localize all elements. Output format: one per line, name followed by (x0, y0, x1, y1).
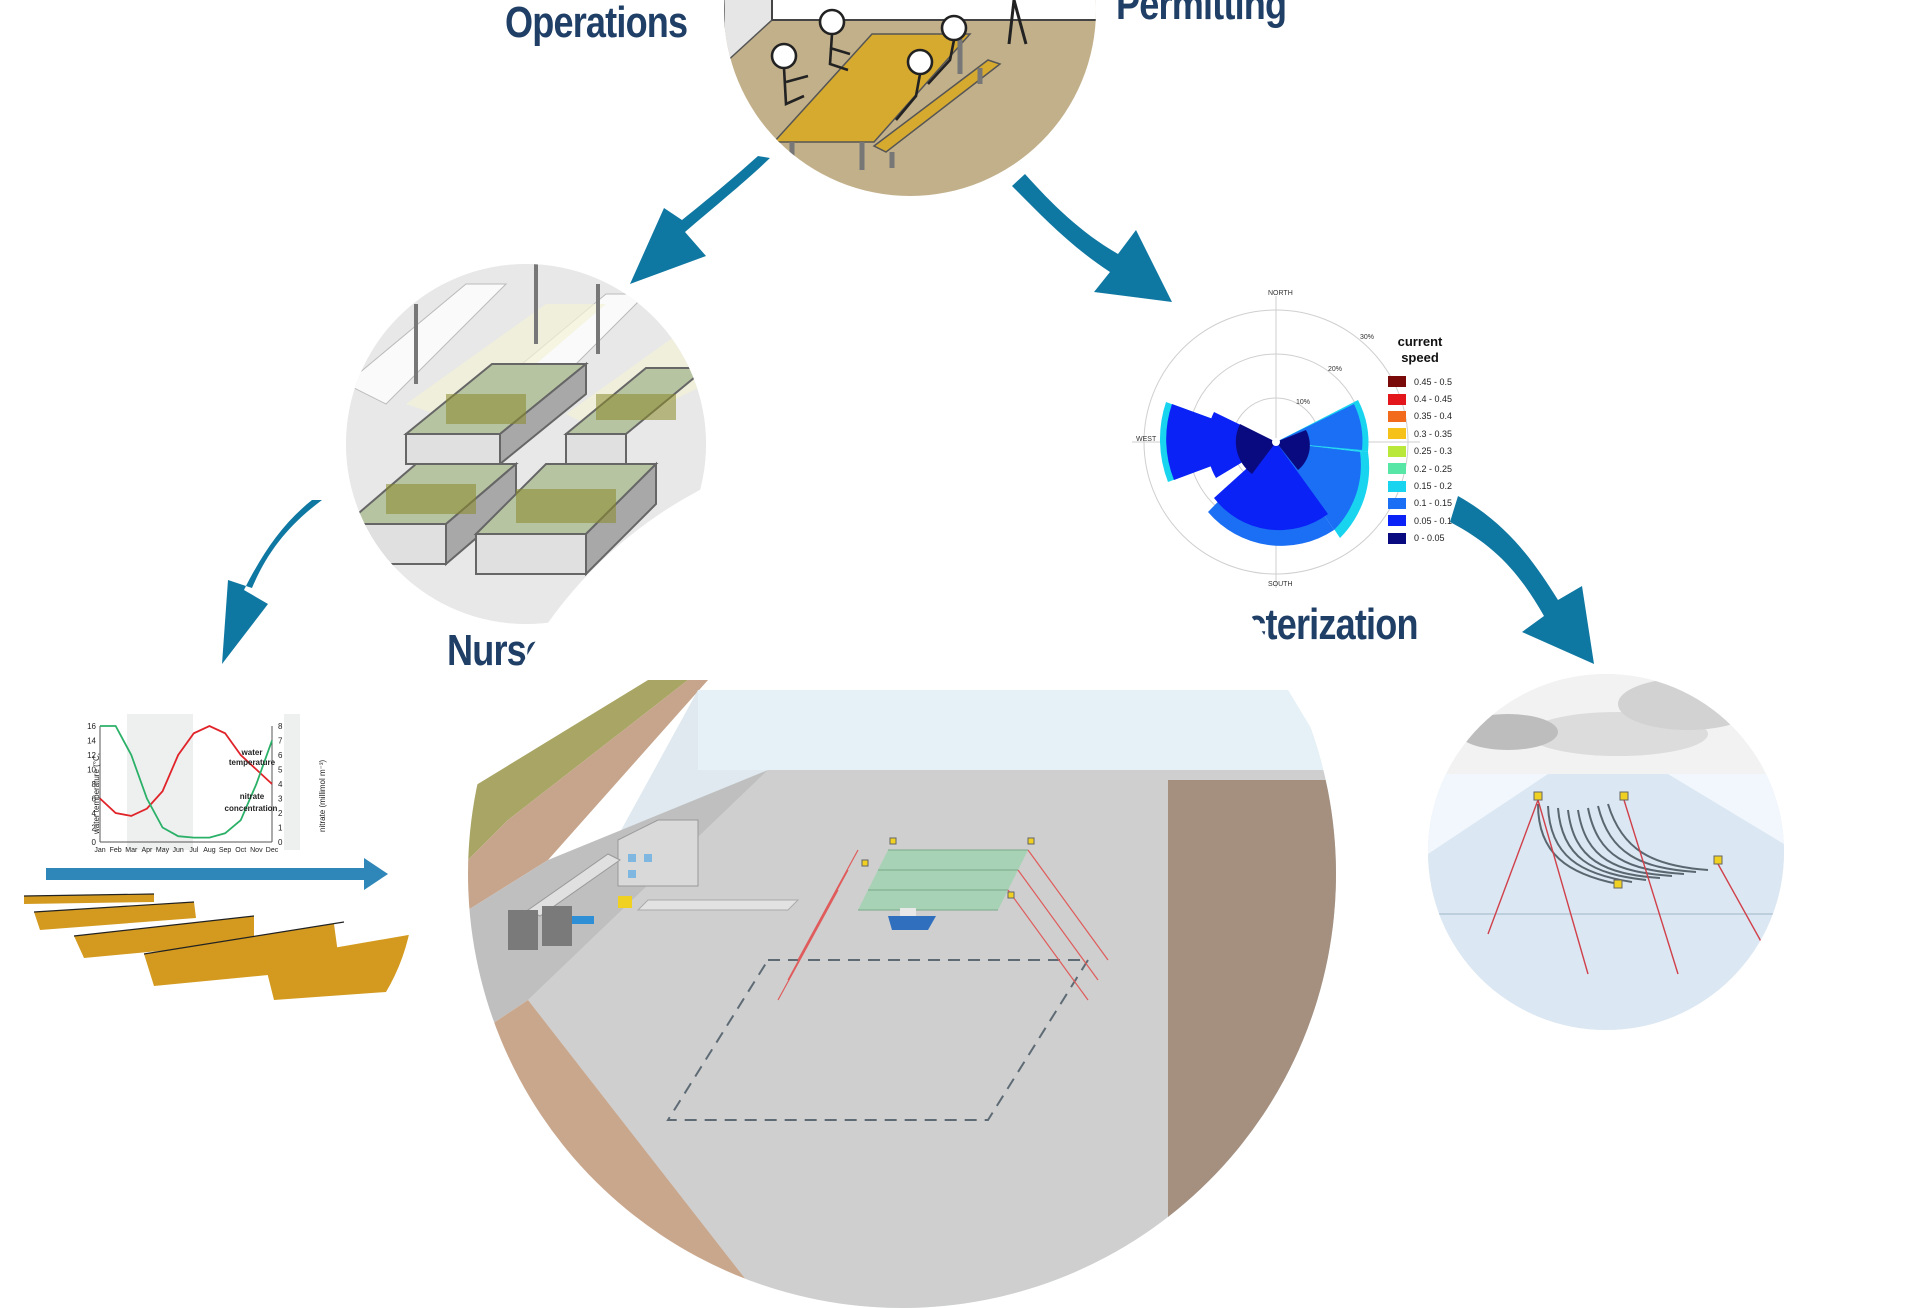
legend-entry: 0.15 - 0.2 (1388, 477, 1458, 494)
y-tick-label: 10 (87, 766, 96, 775)
x-tick-label: Nov (250, 847, 263, 854)
x-tick-label: Dec (266, 847, 279, 854)
series-label-concentration: concentration (224, 804, 278, 813)
legend-label: 0.15 - 0.2 (1414, 481, 1453, 492)
y-tick-label: 4 (92, 809, 97, 818)
legend-label: 0.1 - 0.15 (1414, 498, 1453, 509)
x-tick-label: Oct (235, 847, 246, 854)
legend-swatch (1388, 497, 1406, 509)
y-tick-label: 16 (87, 722, 96, 731)
x-tick-label: Sep (219, 847, 232, 854)
rose-ring-10: 10% (1296, 399, 1311, 406)
x-tick-label: Apr (141, 847, 153, 854)
rose-ring-30: 30% (1360, 334, 1375, 341)
y2-tick-label: 3 (278, 795, 283, 804)
legend-entry: 0.25 - 0.3 (1388, 443, 1458, 460)
legend-label: 0.35 - 0.4 (1414, 411, 1453, 422)
legend-label: 0.05 - 0.1 (1414, 515, 1453, 526)
series-line (100, 725, 273, 839)
series-line (99, 725, 273, 817)
legend-label: 0.4 - 0.45 (1414, 394, 1453, 405)
legend-title: current speed (1397, 334, 1443, 365)
legend-entry: 0.4 - 0.45 (1388, 390, 1458, 407)
y2-tick-label: 1 (278, 824, 283, 833)
y-tick-label: 6 (92, 795, 97, 804)
legend-swatch (1388, 410, 1406, 422)
legend-swatch (1388, 463, 1406, 475)
legend-swatch (1388, 393, 1406, 405)
legend-entry: 0.35 - 0.4 (1388, 408, 1458, 425)
arrow-operations-to-site (1012, 174, 1172, 302)
y2-tick-label: 0 (278, 838, 283, 847)
x-tick-label: May (156, 847, 170, 854)
legend-swatch (1388, 515, 1406, 527)
y2-tick-label: 8 (278, 722, 283, 731)
legend-entry: 0.3 - 0.35 (1388, 425, 1458, 442)
y2-tick-label: 4 (278, 780, 283, 789)
legend-swatch (1388, 480, 1406, 492)
legend-label: 0 - 0.05 (1414, 533, 1445, 544)
x-tick-label: Jul (189, 847, 198, 854)
legend-entry: 0 - 0.05 (1388, 530, 1458, 547)
x-tick-label: Aug (203, 847, 216, 854)
operations-heading: Operations (505, 0, 688, 47)
y-tick-label: 2 (92, 824, 97, 833)
rose-south-label: SOUTH (1268, 581, 1293, 588)
series-label-nitrate: nitrate (239, 792, 265, 801)
y-tick-label: 14 (87, 737, 96, 746)
legend-swatch (1388, 532, 1406, 544)
current-speed-legend: current speed 0.45 - 0.5 0.4 - 0.45 0.35 -… (1388, 334, 1458, 547)
farm-site-illustration (468, 440, 1336, 1308)
rose-ring-20: 20% (1328, 366, 1343, 373)
legend-label: 0.2 - 0.25 (1414, 463, 1453, 474)
nursery-illustration (346, 264, 706, 624)
legend-entry: 0.2 - 0.25 (1388, 460, 1458, 477)
legend-swatch (1388, 376, 1406, 388)
legend-swatch (1388, 445, 1406, 457)
x-tick-label: Jun (173, 847, 184, 854)
permitting-heading: Permitting (1116, 0, 1287, 29)
offshore-farm-illustration (1428, 674, 1784, 1030)
seaweed-lines (24, 894, 414, 1000)
y-tick-label: 12 (87, 751, 96, 760)
legend-swatch (1388, 428, 1406, 440)
x-tick-label: Jan (94, 847, 105, 854)
legend-entry: 0.45 - 0.5 (1388, 373, 1458, 390)
legend-entry: 0.05 - 0.1 (1388, 512, 1458, 529)
diagram-canvas: Operations Permitting (23, 0, 1784, 1308)
x-tick-label: Mar (125, 847, 138, 854)
rose-west-label: WEST (1136, 436, 1157, 443)
legend-label: 0.45 - 0.5 (1414, 376, 1453, 387)
legend-label: 0.3 - 0.35 (1414, 428, 1453, 439)
arrow-operations-to-nursery (630, 156, 770, 284)
y2-tick-label: 7 (278, 737, 283, 746)
series-label-temperature: temperature (228, 758, 276, 767)
arrow-site-to-farm (1450, 496, 1594, 664)
y2-tick-label: 2 (278, 809, 283, 818)
y2-tick-label: 6 (278, 751, 283, 760)
chart-ylabel: water temperature (°C, (92, 752, 101, 834)
legend-label: 0.25 - 0.3 (1414, 446, 1453, 457)
x-tick-label: Feb (110, 847, 122, 854)
current-rose-petals (1159, 400, 1370, 546)
y-tick-label: 8 (92, 780, 97, 789)
y2-tick-label: 5 (278, 766, 283, 775)
y-tick-label: 0 (92, 838, 97, 847)
rose-north-label: NORTH (1268, 290, 1293, 297)
operations-illustration (724, 0, 1096, 196)
chart-y2label: nitrate (millimol m⁻³) (318, 759, 327, 832)
legend-entry: 0.1 - 0.15 (1388, 495, 1458, 512)
arrow-nursery-to-growout (222, 500, 322, 664)
series-label-water: water (241, 748, 263, 757)
